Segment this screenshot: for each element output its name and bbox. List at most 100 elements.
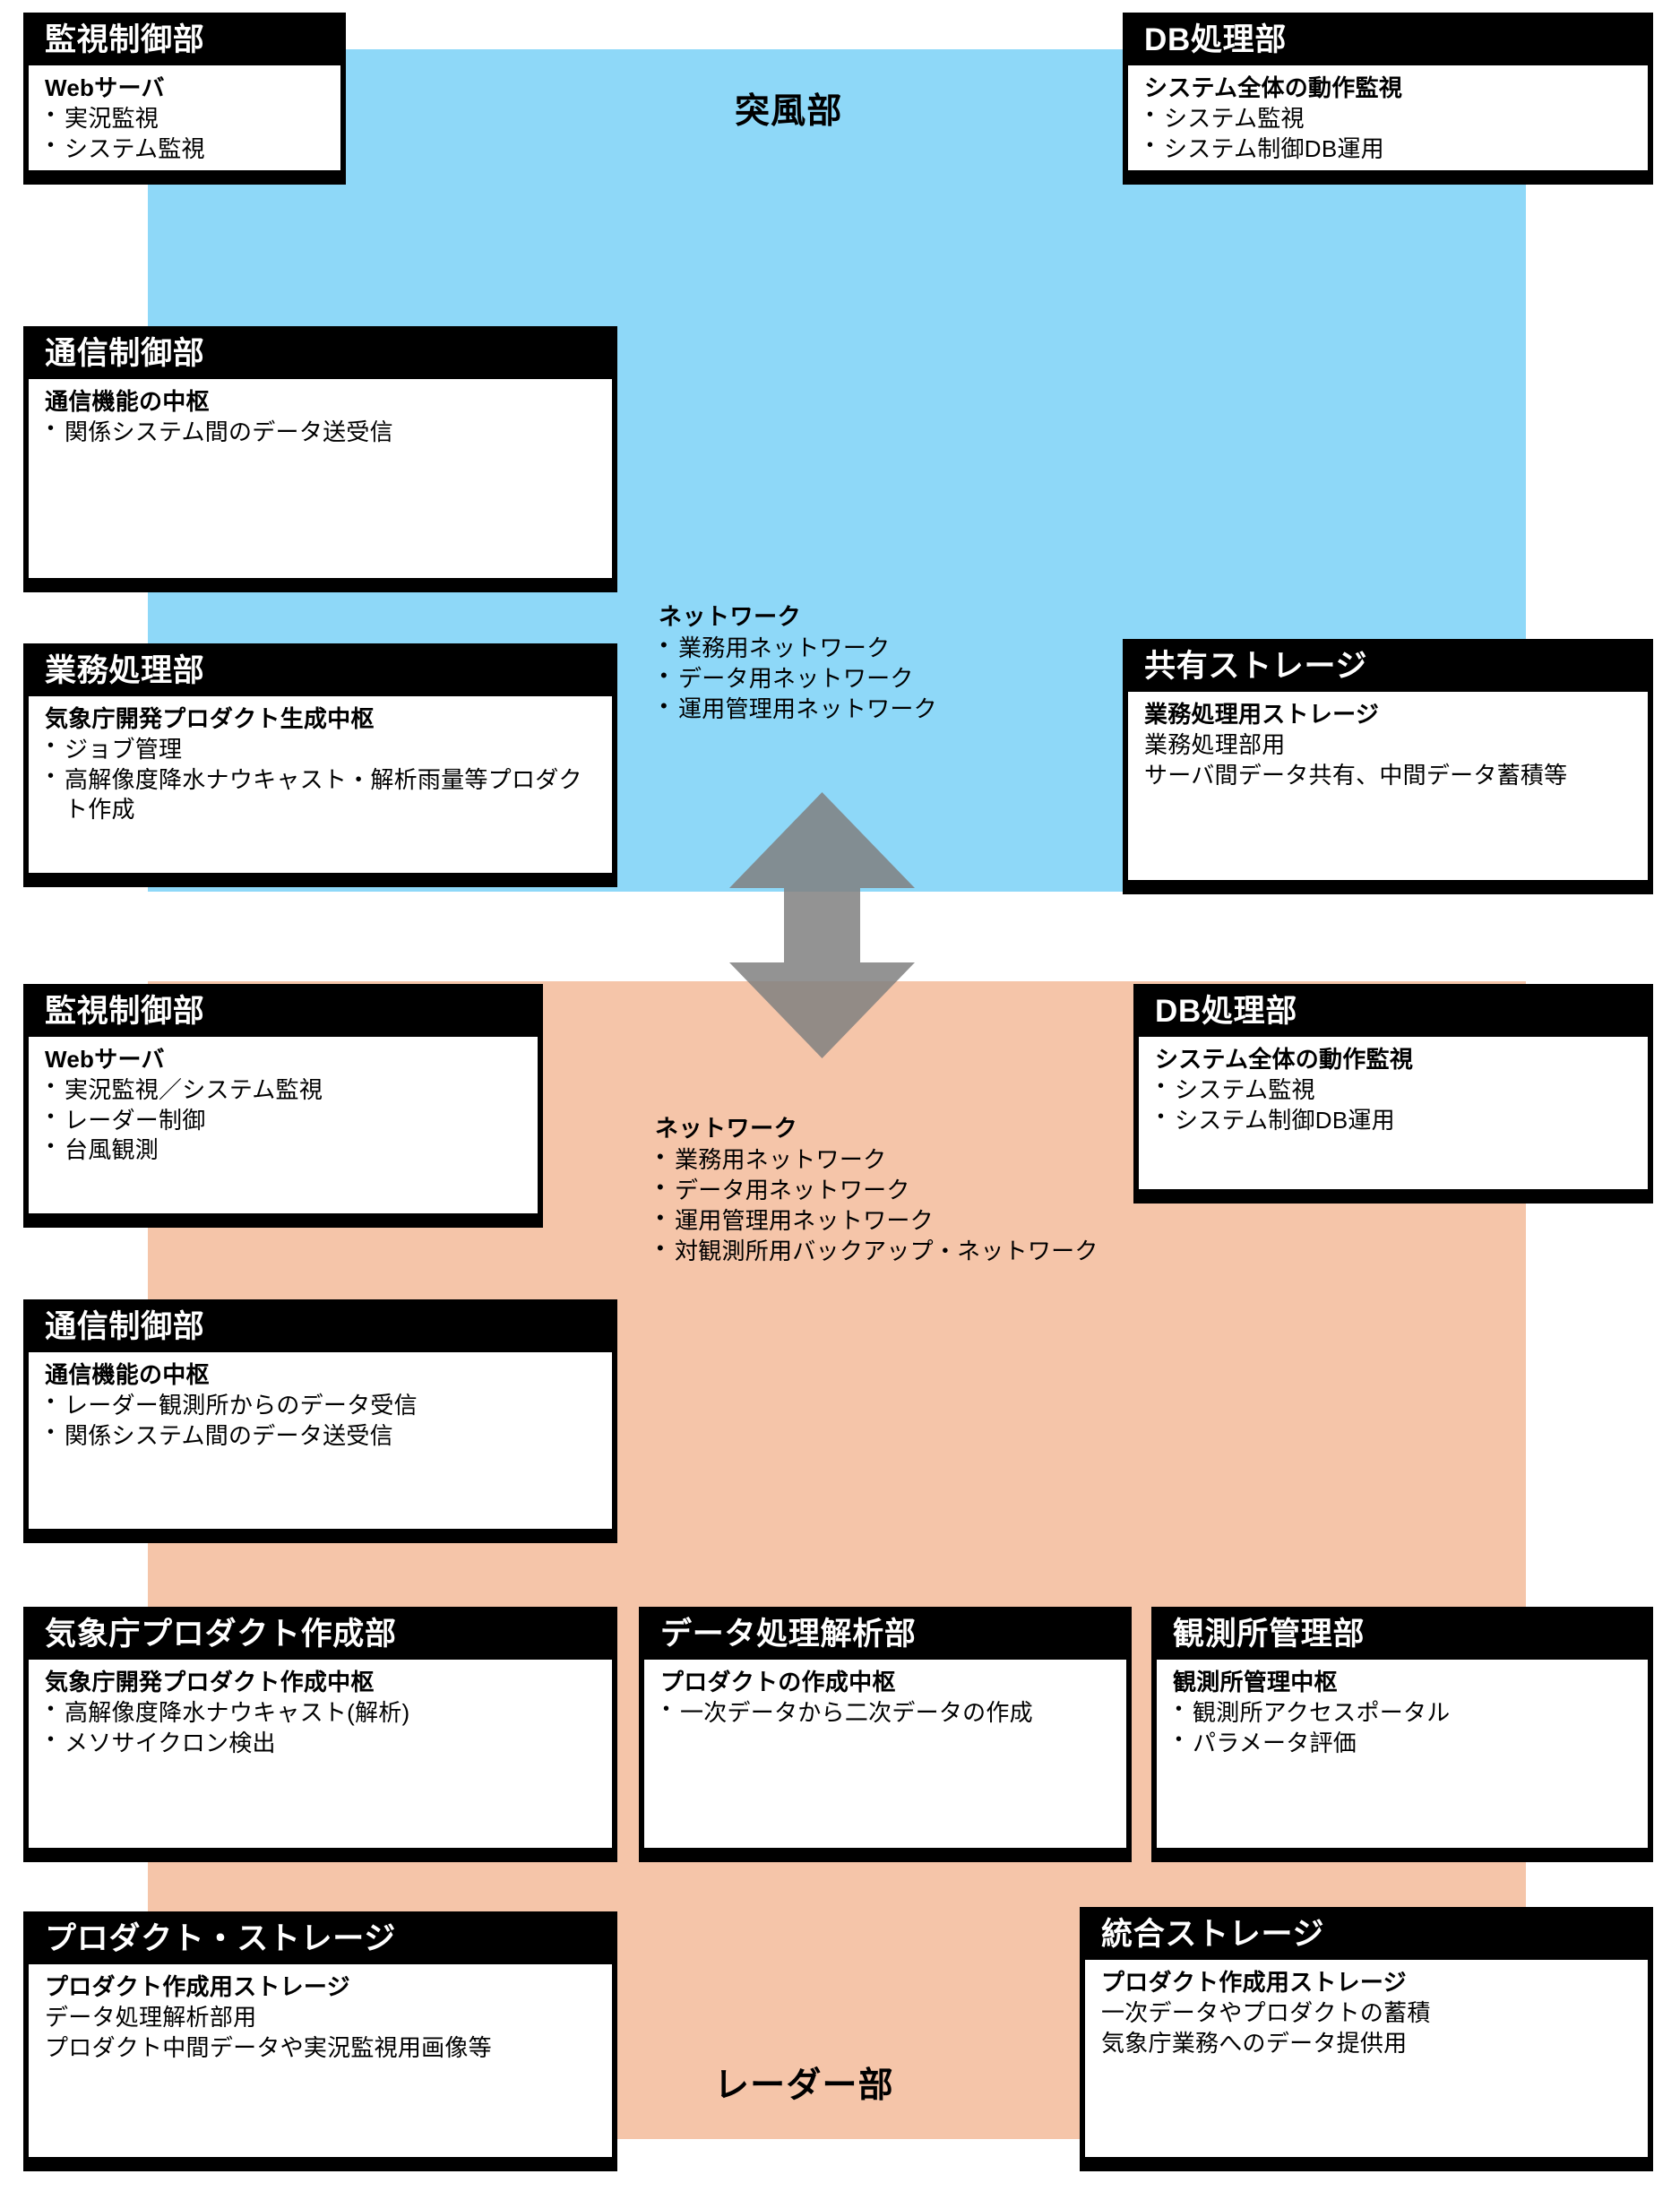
card-body: プロダクト作成用ストレージ データ処理解析部用 プロダクト中間データや実況監視用… [29,1964,612,2157]
card-monitoring-control-bottom: 監視制御部 Webサーバ 実況監視／システム監視 レーダー制御 台風観測 [23,984,543,1228]
card-body: システム全体の動作監視 システム監視 システム制御DB運用 [1139,1037,1648,1189]
list-item: システム監視 [1155,1074,1639,1106]
card-body: 通信機能の中枢 関係システム間のデータ送受信 [29,379,612,578]
card-observatory-management: 観測所管理部 観測所管理中枢 観測所アクセスポータル パラメータ評価 [1151,1607,1653,1862]
card-subtitle: Webサーバ [45,74,165,101]
radar-section-label: レーダー部 [714,2066,894,2105]
card-subtitle: 業務処理用ストレージ [1144,701,1380,728]
card-title: データ処理解析部 [660,1617,917,1652]
list-item: システム制御DB運用 [1144,134,1639,165]
list-item: 実況監視／システム監視 [45,1074,529,1106]
card-db-processing-top: DB処理部 システム全体の動作監視 システム監視 システム制御DB運用 [1123,13,1653,185]
card-text-line: 一次データやプロダクトの蓄積 [1101,1998,1431,2026]
list-item: 台風観測 [45,1135,529,1166]
card-jma-product-creation: 気象庁プロダクト作成部 気象庁開発プロダクト作成中枢 高解像度降水ナウキャスト(… [23,1607,617,1862]
card-body: 気象庁開発プロダクト生成中枢 ジョブ管理 高解像度降水ナウキャスト・解析雨量等プ… [29,696,612,873]
list-item: 高解像度降水ナウキャスト・解析雨量等プロダクト作成 [45,764,603,826]
card-title: 観測所管理部 [1173,1617,1366,1652]
card-body: 観測所管理中枢 観測所アクセスポータル パラメータ評価 [1157,1660,1648,1848]
card-body: 気象庁開発プロダクト作成中枢 高解像度降水ナウキャスト(解析) メソサイクロン検… [29,1660,612,1848]
card-text-line: サーバ間データ共有、中間データ蓄積等 [1144,761,1568,789]
list-item: ジョブ管理 [45,734,603,765]
card-text-line: 気象庁業務へのデータ提供用 [1101,2029,1408,2057]
card-text-line: データ処理解析部用 [45,2003,257,2031]
card-body: プロダクト作成用ストレージ 一次データやプロダクトの蓄積 気象庁業務へのデータ提… [1085,1960,1648,2157]
card-body: 業務処理用ストレージ 業務処理部用 サーバ間データ共有、中間データ蓄積等 [1128,692,1648,880]
card-list: システム監視 システム制御DB運用 [1144,103,1639,165]
card-title: プロダクト・ストレージ [45,1921,397,1956]
list-item: 関係システム間のデータ送受信 [45,1420,603,1452]
card-list: 観測所アクセスポータル パラメータ評価 [1173,1697,1639,1759]
gust-network-list: 業務用ネットワーク データ用ネットワーク 運用管理用ネットワーク [659,631,937,725]
card-list: システム監視 システム制御DB運用 [1155,1074,1639,1136]
card-subtitle: プロダクトの作成中枢 [660,1669,896,1695]
card-body: 通信機能の中枢 レーダー観測所からのデータ受信 関係システム間のデータ送受信 [29,1352,612,1529]
card-body: Webサーバ 実況監視 システム監視 [29,65,340,170]
list-item: データ用ネットワーク [659,662,937,694]
radar-network-list: 業務用ネットワーク データ用ネットワーク 運用管理用ネットワーク 対観測所用バッ… [655,1143,1098,1267]
radar-network-block: ネットワーク 業務用ネットワーク データ用ネットワーク 運用管理用ネットワーク … [655,1114,1098,1267]
list-item: レーダー制御 [45,1105,529,1136]
card-product-storage: プロダクト・ストレージ プロダクト作成用ストレージ データ処理解析部用 プロダク… [23,1911,617,2171]
card-text-line: プロダクト中間データや実況監視用画像等 [45,2033,492,2061]
card-subtitle: システム全体の動作監視 [1144,74,1403,101]
card-subtitle: プロダクト作成用ストレージ [45,1973,350,2000]
card-list: 実況監視／システム監視 レーダー制御 台風観測 [45,1074,529,1166]
card-title: 監視制御部 [45,22,205,57]
list-item: 運用管理用ネットワーク [655,1204,1098,1236]
gust-section-label: 突風部 [735,92,843,131]
card-subtitle: 気象庁開発プロダクト作成中枢 [45,1669,375,1695]
card-subtitle: 通信機能の中枢 [45,1361,210,1388]
card-title: DB処理部 [1144,22,1288,57]
card-list: 関係システム間のデータ送受信 [45,417,603,448]
card-title: 共有ストレージ [1144,649,1368,684]
card-title: 気象庁プロダクト作成部 [45,1617,397,1652]
gust-network-title: ネットワーク [659,603,802,630]
list-item: 関係システム間のデータ送受信 [45,417,603,448]
card-subtitle: プロダクト作成用ストレージ [1101,1969,1407,1996]
card-body: Webサーバ 実況監視／システム監視 レーダー制御 台風観測 [29,1037,538,1213]
list-item: 観測所アクセスポータル [1173,1697,1639,1729]
card-subtitle: 観測所管理中枢 [1173,1669,1338,1695]
gust-network-block: ネットワーク 業務用ネットワーク データ用ネットワーク 運用管理用ネットワーク [659,602,937,724]
card-title: 業務処理部 [45,653,205,688]
card-title: 通信制御部 [45,336,205,371]
card-title: 監視制御部 [45,994,205,1029]
card-title: 統合ストレージ [1101,1917,1325,1952]
card-list: 実況監視 システム監視 [45,103,332,165]
card-business-processing: 業務処理部 気象庁開発プロダクト生成中枢 ジョブ管理 高解像度降水ナウキャスト・… [23,643,617,887]
card-shared-storage: 共有ストレージ 業務処理用ストレージ 業務処理部用 サーバ間データ共有、中間デー… [1123,639,1653,894]
card-body: プロダクトの作成中枢 一次データから二次データの作成 [644,1660,1126,1848]
vertical-double-arrow-icon [726,789,918,1062]
card-monitoring-control-top: 監視制御部 Webサーバ 実況監視 システム監視 [23,13,346,185]
list-item: 実況監視 [45,103,332,134]
card-title: 通信制御部 [45,1309,205,1344]
card-text-line: 業務処理部用 [1144,730,1286,758]
radar-network-title: ネットワーク [655,1115,798,1142]
list-item: 運用管理用ネットワーク [659,693,937,724]
card-list: 高解像度降水ナウキャスト(解析) メソサイクロン検出 [45,1697,603,1759]
list-item: レーダー観測所からのデータ受信 [45,1390,603,1421]
card-data-processing-analysis: データ処理解析部 プロダクトの作成中枢 一次データから二次データの作成 [639,1607,1132,1862]
card-subtitle: Webサーバ [45,1046,165,1073]
list-item: システム制御DB運用 [1155,1105,1639,1136]
card-communication-control-top: 通信制御部 通信機能の中枢 関係システム間のデータ送受信 [23,326,617,592]
list-item: システム監視 [1144,103,1639,134]
card-list: レーダー観測所からのデータ受信 関係システム間のデータ送受信 [45,1390,603,1452]
card-list: ジョブ管理 高解像度降水ナウキャスト・解析雨量等プロダクト作成 [45,734,603,826]
card-subtitle: 通信機能の中枢 [45,388,210,415]
list-item: 一次データから二次データの作成 [660,1697,1117,1729]
card-body: システム全体の動作監視 システム監視 システム制御DB運用 [1128,65,1648,170]
list-item: データ用ネットワーク [655,1174,1098,1205]
card-integrated-storage: 統合ストレージ プロダクト作成用ストレージ 一次データやプロダクトの蓄積 気象庁… [1080,1907,1653,2171]
card-subtitle: 気象庁開発プロダクト生成中枢 [45,705,375,732]
list-item: メソサイクロン検出 [45,1728,603,1759]
card-title: DB処理部 [1155,994,1298,1029]
list-item: 業務用ネットワーク [655,1143,1098,1175]
card-communication-control-bottom: 通信制御部 通信機能の中枢 レーダー観測所からのデータ受信 関係システム間のデー… [23,1299,617,1543]
list-item: 業務用ネットワーク [659,631,937,663]
card-list: 一次データから二次データの作成 [660,1697,1117,1729]
list-item: 高解像度降水ナウキャスト(解析) [45,1697,603,1729]
list-item: システム監視 [45,134,332,165]
